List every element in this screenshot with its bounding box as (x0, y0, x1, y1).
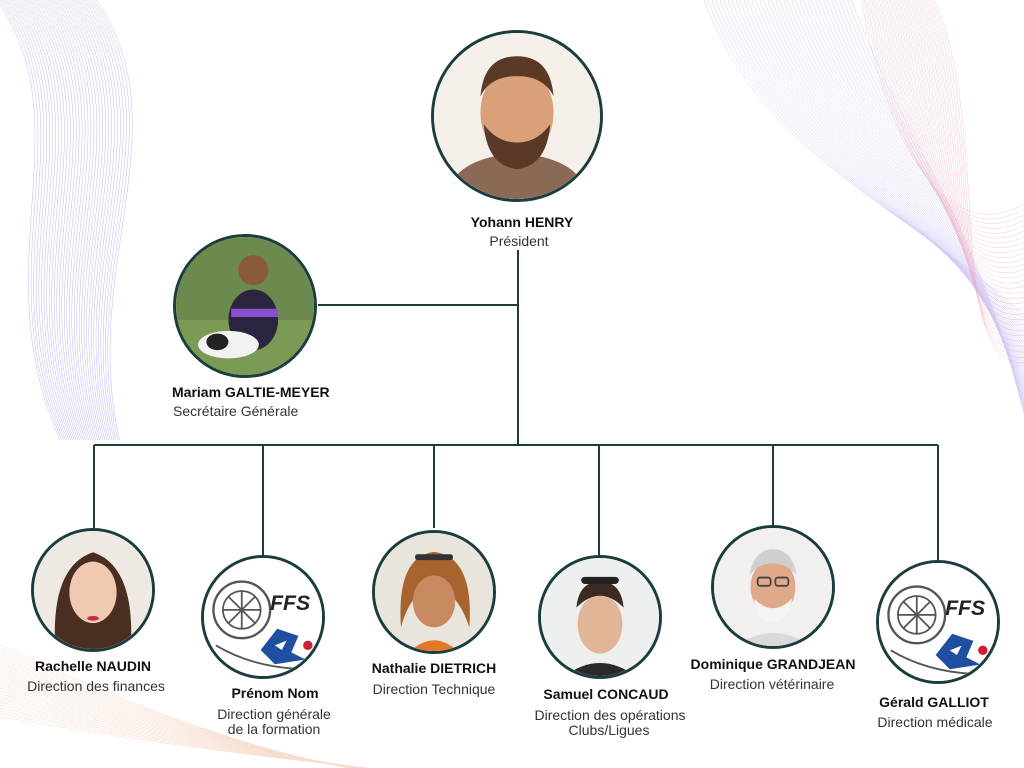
president-portrait (431, 30, 603, 202)
director-name: Prénom Nom (231, 685, 319, 701)
president-name: Yohann HENRY (470, 214, 574, 230)
secretary-portrait (173, 234, 317, 378)
director-role: Direction des opérations (534, 707, 686, 723)
portrait-photo-icon (375, 533, 493, 651)
portrait-photo-icon (434, 33, 600, 199)
portrait-photo-icon (541, 558, 659, 676)
director-role: Direction Technique (372, 681, 496, 697)
portrait-with-dog-photo-icon (176, 237, 314, 375)
director-portrait (31, 528, 155, 652)
director-role: Direction générale (217, 706, 331, 722)
director-portrait (372, 530, 496, 654)
secretary-role: Secrétaire Générale (173, 403, 299, 419)
director-portrait (711, 525, 835, 649)
director-portrait (538, 555, 662, 679)
ffs-logo-icon: FFS (204, 558, 322, 676)
secretary-name: Mariam GALTIE-MEYER (172, 384, 330, 400)
portrait-photo-icon (34, 531, 152, 649)
svg-text:FFS: FFS (945, 596, 985, 620)
director-role-continued: de la formation (227, 721, 321, 737)
president-role: Président (489, 233, 549, 249)
director-name: Nathalie DIETRICH (371, 660, 497, 676)
director-name: Gérald GALLIOT (879, 694, 989, 710)
director-name: Rachelle NAUDIN (35, 658, 151, 674)
director-name: Dominique GRANDJEAN (690, 656, 856, 672)
director-name: Samuel CONCAUD (543, 686, 669, 702)
director-logo: FFS (876, 560, 1000, 684)
director-role: Direction médicale (877, 714, 993, 730)
ffs-logo-icon: FFS (879, 563, 997, 681)
director-role-continued: Clubs/Ligues (568, 722, 650, 738)
portrait-photo-icon (714, 528, 832, 646)
svg-text:FFS: FFS (270, 591, 310, 615)
director-logo: FFS (201, 555, 325, 679)
director-role: Direction des finances (27, 678, 165, 694)
director-role: Direction vétérinaire (709, 676, 835, 692)
